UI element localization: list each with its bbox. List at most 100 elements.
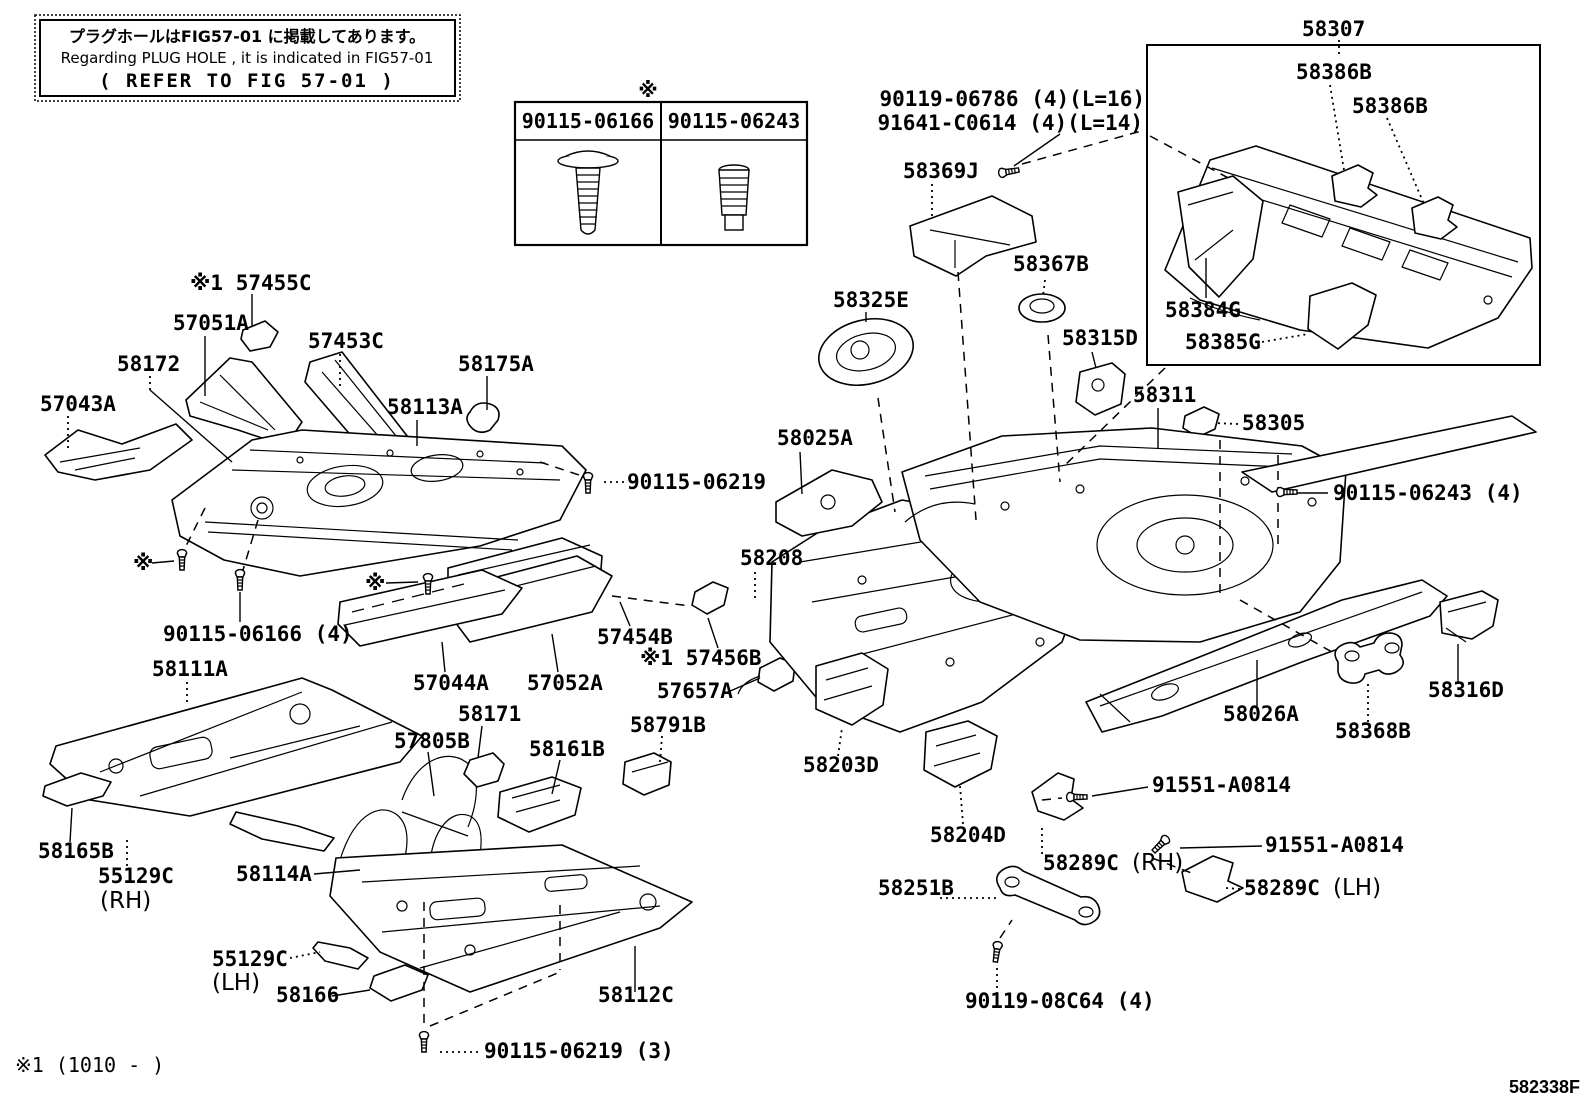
part-57044A-drawing [337, 569, 523, 647]
part-58289C-lh-drawing [1181, 855, 1244, 903]
floor-panel-parts [42, 677, 693, 1002]
part-label-58305: 58305 [1242, 411, 1305, 435]
part-label-58172: 58172 [117, 352, 180, 376]
part-label-58111A: 58111A [152, 657, 228, 681]
part-label-90115-06243: 90115-06243 (4) [1333, 481, 1523, 505]
note-line-en: Regarding PLUG HOLE , it is indicated in… [61, 49, 434, 67]
part-label-58385G: 58385G [1185, 330, 1261, 354]
part-57455C-drawing [240, 320, 279, 352]
bolt-icon-90115-06166 [234, 568, 246, 591]
part-58171-drawing [463, 752, 505, 788]
part-58325E-drawing [817, 318, 915, 386]
part-58305-drawing [1182, 406, 1220, 438]
part-58367B-drawing [1018, 293, 1066, 323]
part-58316D-drawing [1439, 590, 1499, 640]
flange-bolt-drawing [557, 150, 619, 235]
part-label-57454B: 57454B [597, 625, 673, 649]
part-label-58204D: 58204D [930, 823, 1006, 847]
part-58315D-drawing [1075, 362, 1126, 416]
part-label-lh-2: (LH) [1333, 875, 1381, 901]
footer-applicability-note: ※1 (1010 - ) [15, 1053, 164, 1077]
part-label-57805B: 57805B [394, 729, 470, 753]
part-label-58368B: 58368B [1335, 719, 1411, 743]
part-label-58384G: 58384G [1165, 298, 1241, 322]
rear-crossmember-drawing [1241, 415, 1537, 493]
part-58251B-drawing [996, 865, 1101, 926]
part-58165B-drawing [42, 772, 112, 807]
part-label-58161B: 58161B [529, 737, 605, 761]
part-label-57044A: 57044A [413, 671, 489, 695]
part-58161B-drawing [497, 776, 582, 833]
part-labels: 58307 58386B 58386B 58384G 58385G 90119-… [38, 17, 1523, 1063]
part-label-rh-2: (RH) [1132, 850, 1183, 876]
part-label-57456B: ※1 57456B [640, 646, 762, 670]
rear-floor-parts [769, 195, 1537, 926]
part-label-90119-08C64: 90119-08C64 (4) [965, 989, 1155, 1013]
part-label-90115-06166: 90115-06166 (4) [163, 622, 353, 646]
hardware-table: ※ 90115-06166 90115-06243 [513, 78, 809, 247]
front-floor-parts [44, 320, 796, 695]
part-58026A-drawing [1085, 579, 1448, 733]
part-label-91641-C0614: 91641-C0614 (4)(L=14) [877, 111, 1143, 135]
part-label-58203D: 58203D [803, 753, 879, 777]
part-58112C-drawing [329, 844, 693, 993]
part-label-58165B: 58165B [38, 839, 114, 863]
part-label-58166: 58166 [276, 983, 339, 1007]
part-57456B-drawing [691, 581, 729, 615]
part-label-lh-1: (LH) [212, 970, 260, 996]
part-label-91551-A0814-2: 91551-A0814 [1265, 833, 1404, 857]
part-label-58289C-lh: 58289C [1244, 876, 1320, 900]
part-58311-drawing [901, 427, 1347, 643]
plug-hole-note-box: プラグホールはFIG57-01 に掲載してあります。 Regarding PLU… [34, 14, 461, 102]
part-label-58386B-1: 58386B [1296, 60, 1372, 84]
note-line-jp: プラグホールはFIG57-01 に掲載してあります。 [69, 27, 425, 46]
part-label-90115-06219: 90115-06219 [627, 470, 766, 494]
part-label-58325E: 58325E [833, 288, 909, 312]
part-label-58112C: 58112C [598, 983, 674, 1007]
bracket-58386B-1-drawing [1331, 164, 1378, 208]
part-57657A-drawing [757, 657, 796, 692]
rear-floor-pan-details [904, 445, 1317, 596]
asterisk-marker-center: ※ [365, 571, 385, 595]
part-58204D-drawing [923, 720, 998, 788]
part-55129C-rh-drawing [229, 811, 335, 852]
part-label-58114A: 58114A [236, 862, 312, 886]
part-label-90115-06219-3: 90115-06219 (3) [484, 1039, 674, 1063]
part-label-58208: 58208 [740, 546, 803, 570]
back-panel-inset-box [1146, 40, 1541, 366]
part-label-57052A: 57052A [527, 671, 603, 695]
table-marker: ※ [638, 78, 657, 102]
part-label-57657A: 57657A [657, 679, 733, 703]
part-label-57043A: 57043A [40, 392, 116, 416]
note-line-refer: ( REFER TO FIG 57-01 ) [99, 70, 395, 92]
table-col1-part-no: 90115-06166 [522, 109, 654, 133]
bolt-icon-asterisk-left [176, 548, 188, 571]
part-label-58251B: 58251B [878, 876, 954, 900]
part-55129C-lh-drawing [312, 941, 369, 970]
footer-figure-code: 582338F [1509, 1077, 1580, 1097]
part-label-58289C-rh: 58289C [1043, 851, 1119, 875]
part-label-58311: 58311 [1133, 383, 1196, 407]
part-label-57455C: ※1 57455C [190, 271, 312, 295]
part-label-58315D: 58315D [1062, 326, 1138, 350]
asterisk-marker-left: ※ [133, 551, 153, 575]
part-label-58791B: 58791B [630, 713, 706, 737]
front-floor-pan-details [204, 449, 561, 551]
part-58289C-rh-drawing [1031, 772, 1084, 821]
part-58166-drawing [369, 964, 429, 1002]
part-label-91551-A0814-1: 91551-A0814 [1152, 773, 1291, 797]
part-label-58386B-2: 58386B [1352, 94, 1428, 118]
part-58791B-drawing [622, 752, 672, 796]
bracket-58386B-2-drawing [1411, 196, 1458, 240]
part-label-90119-06786: 90119-06786 (4)(L=16) [879, 87, 1145, 111]
part-58111A-drawing [49, 677, 423, 817]
leader-lines [67, 133, 1459, 1053]
part-label-57453C: 57453C [308, 329, 384, 353]
part-58113A-drawing [171, 429, 587, 577]
panel-58111A-details [99, 691, 393, 797]
bolt-icon-90115-06219 [582, 471, 594, 494]
part-label-58171: 58171 [458, 702, 521, 726]
threaded-plug-drawing [718, 164, 750, 231]
